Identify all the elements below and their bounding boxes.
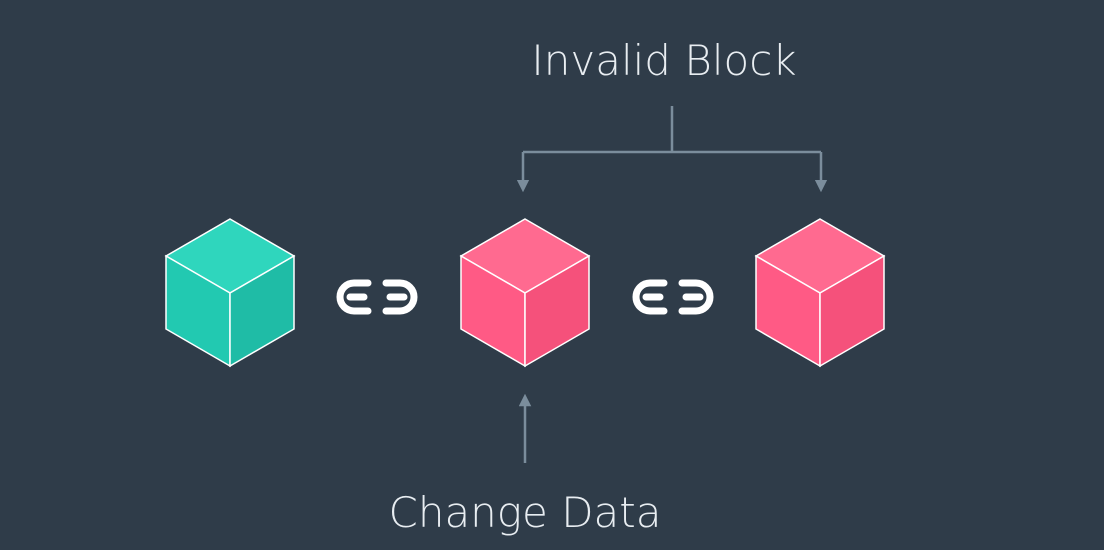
chain-link-icon <box>336 279 418 315</box>
block-valid <box>164 218 296 368</box>
block-right-face <box>819 254 885 368</box>
block-right-face <box>229 254 295 368</box>
block-right-face <box>524 254 590 368</box>
block-invalid <box>459 218 591 368</box>
change-data-label: Change Data <box>389 488 662 537</box>
invalid-block-bracket <box>516 106 828 193</box>
block-invalid <box>754 218 886 368</box>
invalid-block-label: Invalid Block <box>531 36 796 85</box>
chain-link-icon <box>632 279 714 315</box>
